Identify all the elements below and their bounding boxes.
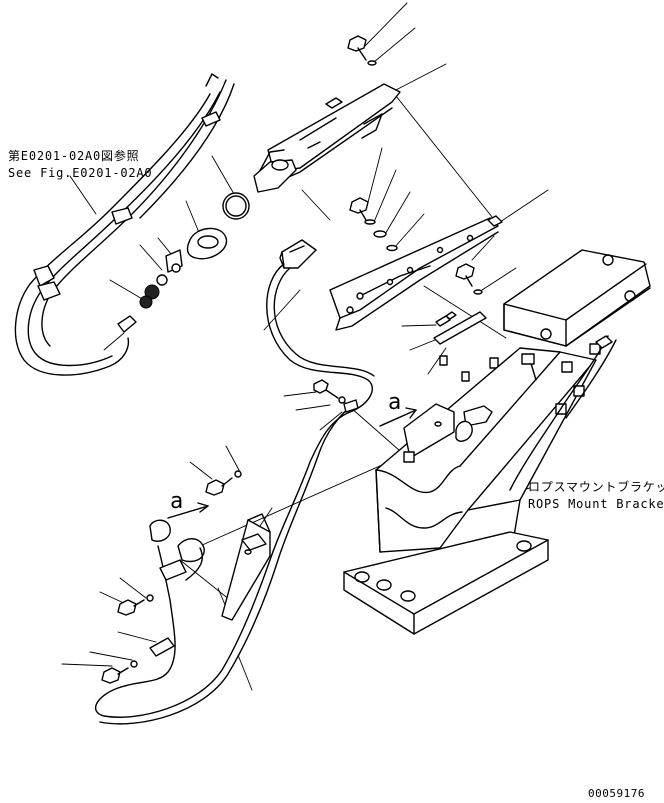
rops-mount-bracket (343, 249, 651, 635)
rops-label-english: ROPS Mount Bracket (528, 497, 664, 511)
reference-note-english: See Fig.E0201-02A0 (8, 166, 153, 180)
middle-bracket (329, 215, 503, 331)
view-marker-a-lower: a (170, 489, 184, 514)
lower-harness-parts (101, 379, 359, 684)
wire-harness (94, 263, 375, 725)
left-small-parts (139, 192, 250, 309)
connector-housing (279, 239, 317, 269)
view-marker-a-upper: a (388, 390, 402, 415)
angle-bracket-right (403, 403, 493, 463)
reference-note-japanese: 第E0201-02A0図参照 (8, 149, 140, 163)
upper-bracket (253, 83, 401, 193)
leader-lines (61, 2, 549, 691)
reference-arrows (167, 407, 417, 519)
part-number: 00059176 (588, 787, 645, 800)
clip-strip (433, 311, 499, 382)
rops-label-japanese: ロプスマウントブラケット (528, 480, 664, 494)
middle-fasteners (349, 197, 483, 295)
top-bolt (347, 35, 377, 66)
left-cable-loop (14, 73, 235, 376)
